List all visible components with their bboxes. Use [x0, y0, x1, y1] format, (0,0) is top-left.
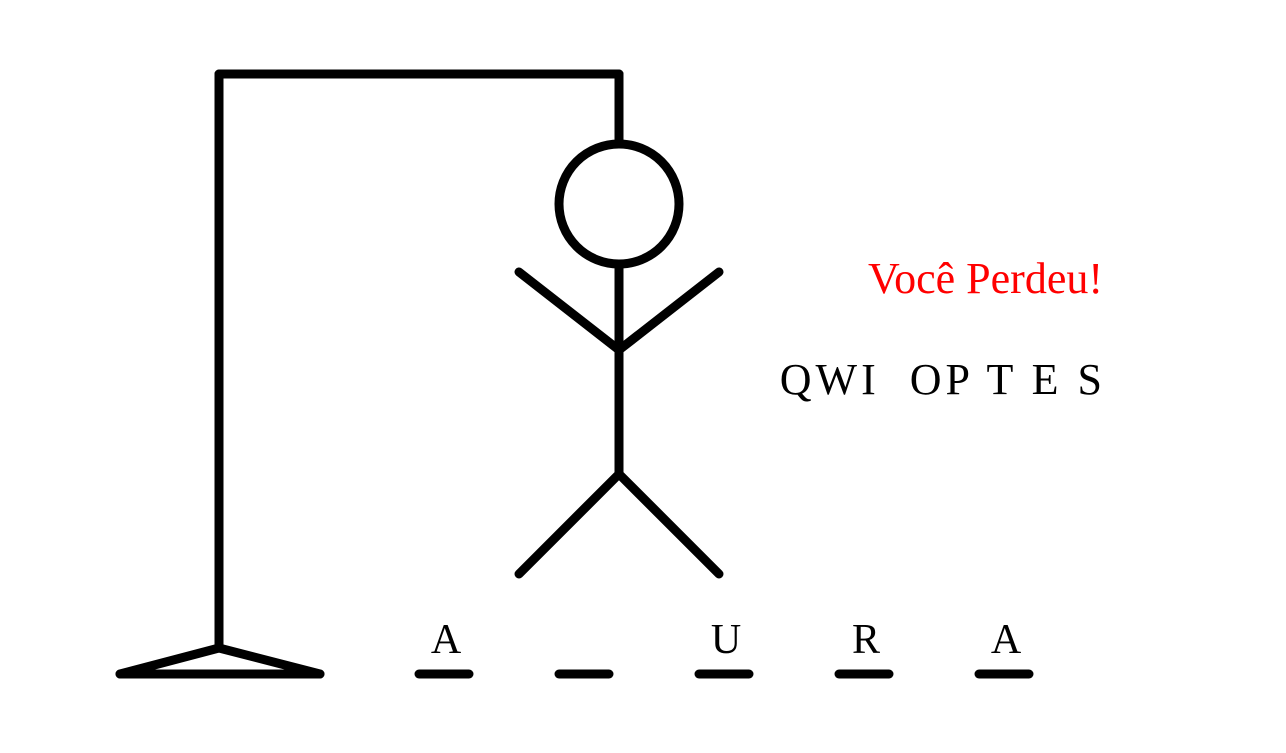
word-slots: A U R A	[414, 617, 1034, 679]
gallows-base-right-strut	[214, 643, 325, 679]
figure-left-leg	[514, 469, 624, 579]
word-slot-letter: U	[711, 617, 741, 663]
figure-right-leg	[614, 469, 724, 579]
gallows	[115, 69, 624, 679]
game-status-message: Você Perdeu!	[868, 254, 1103, 303]
gallows-base-left-strut	[115, 643, 224, 679]
figure-right-arm	[614, 267, 724, 355]
figure-head	[554, 139, 684, 269]
word-slot-letter: A	[991, 617, 1022, 663]
hangman-figure	[514, 139, 724, 579]
word-slot-letter: A	[431, 617, 462, 663]
word-slot-letter: R	[852, 617, 880, 663]
wrong-guesses-list: QWI OP T E S	[780, 355, 1106, 404]
figure-left-arm	[514, 267, 624, 355]
